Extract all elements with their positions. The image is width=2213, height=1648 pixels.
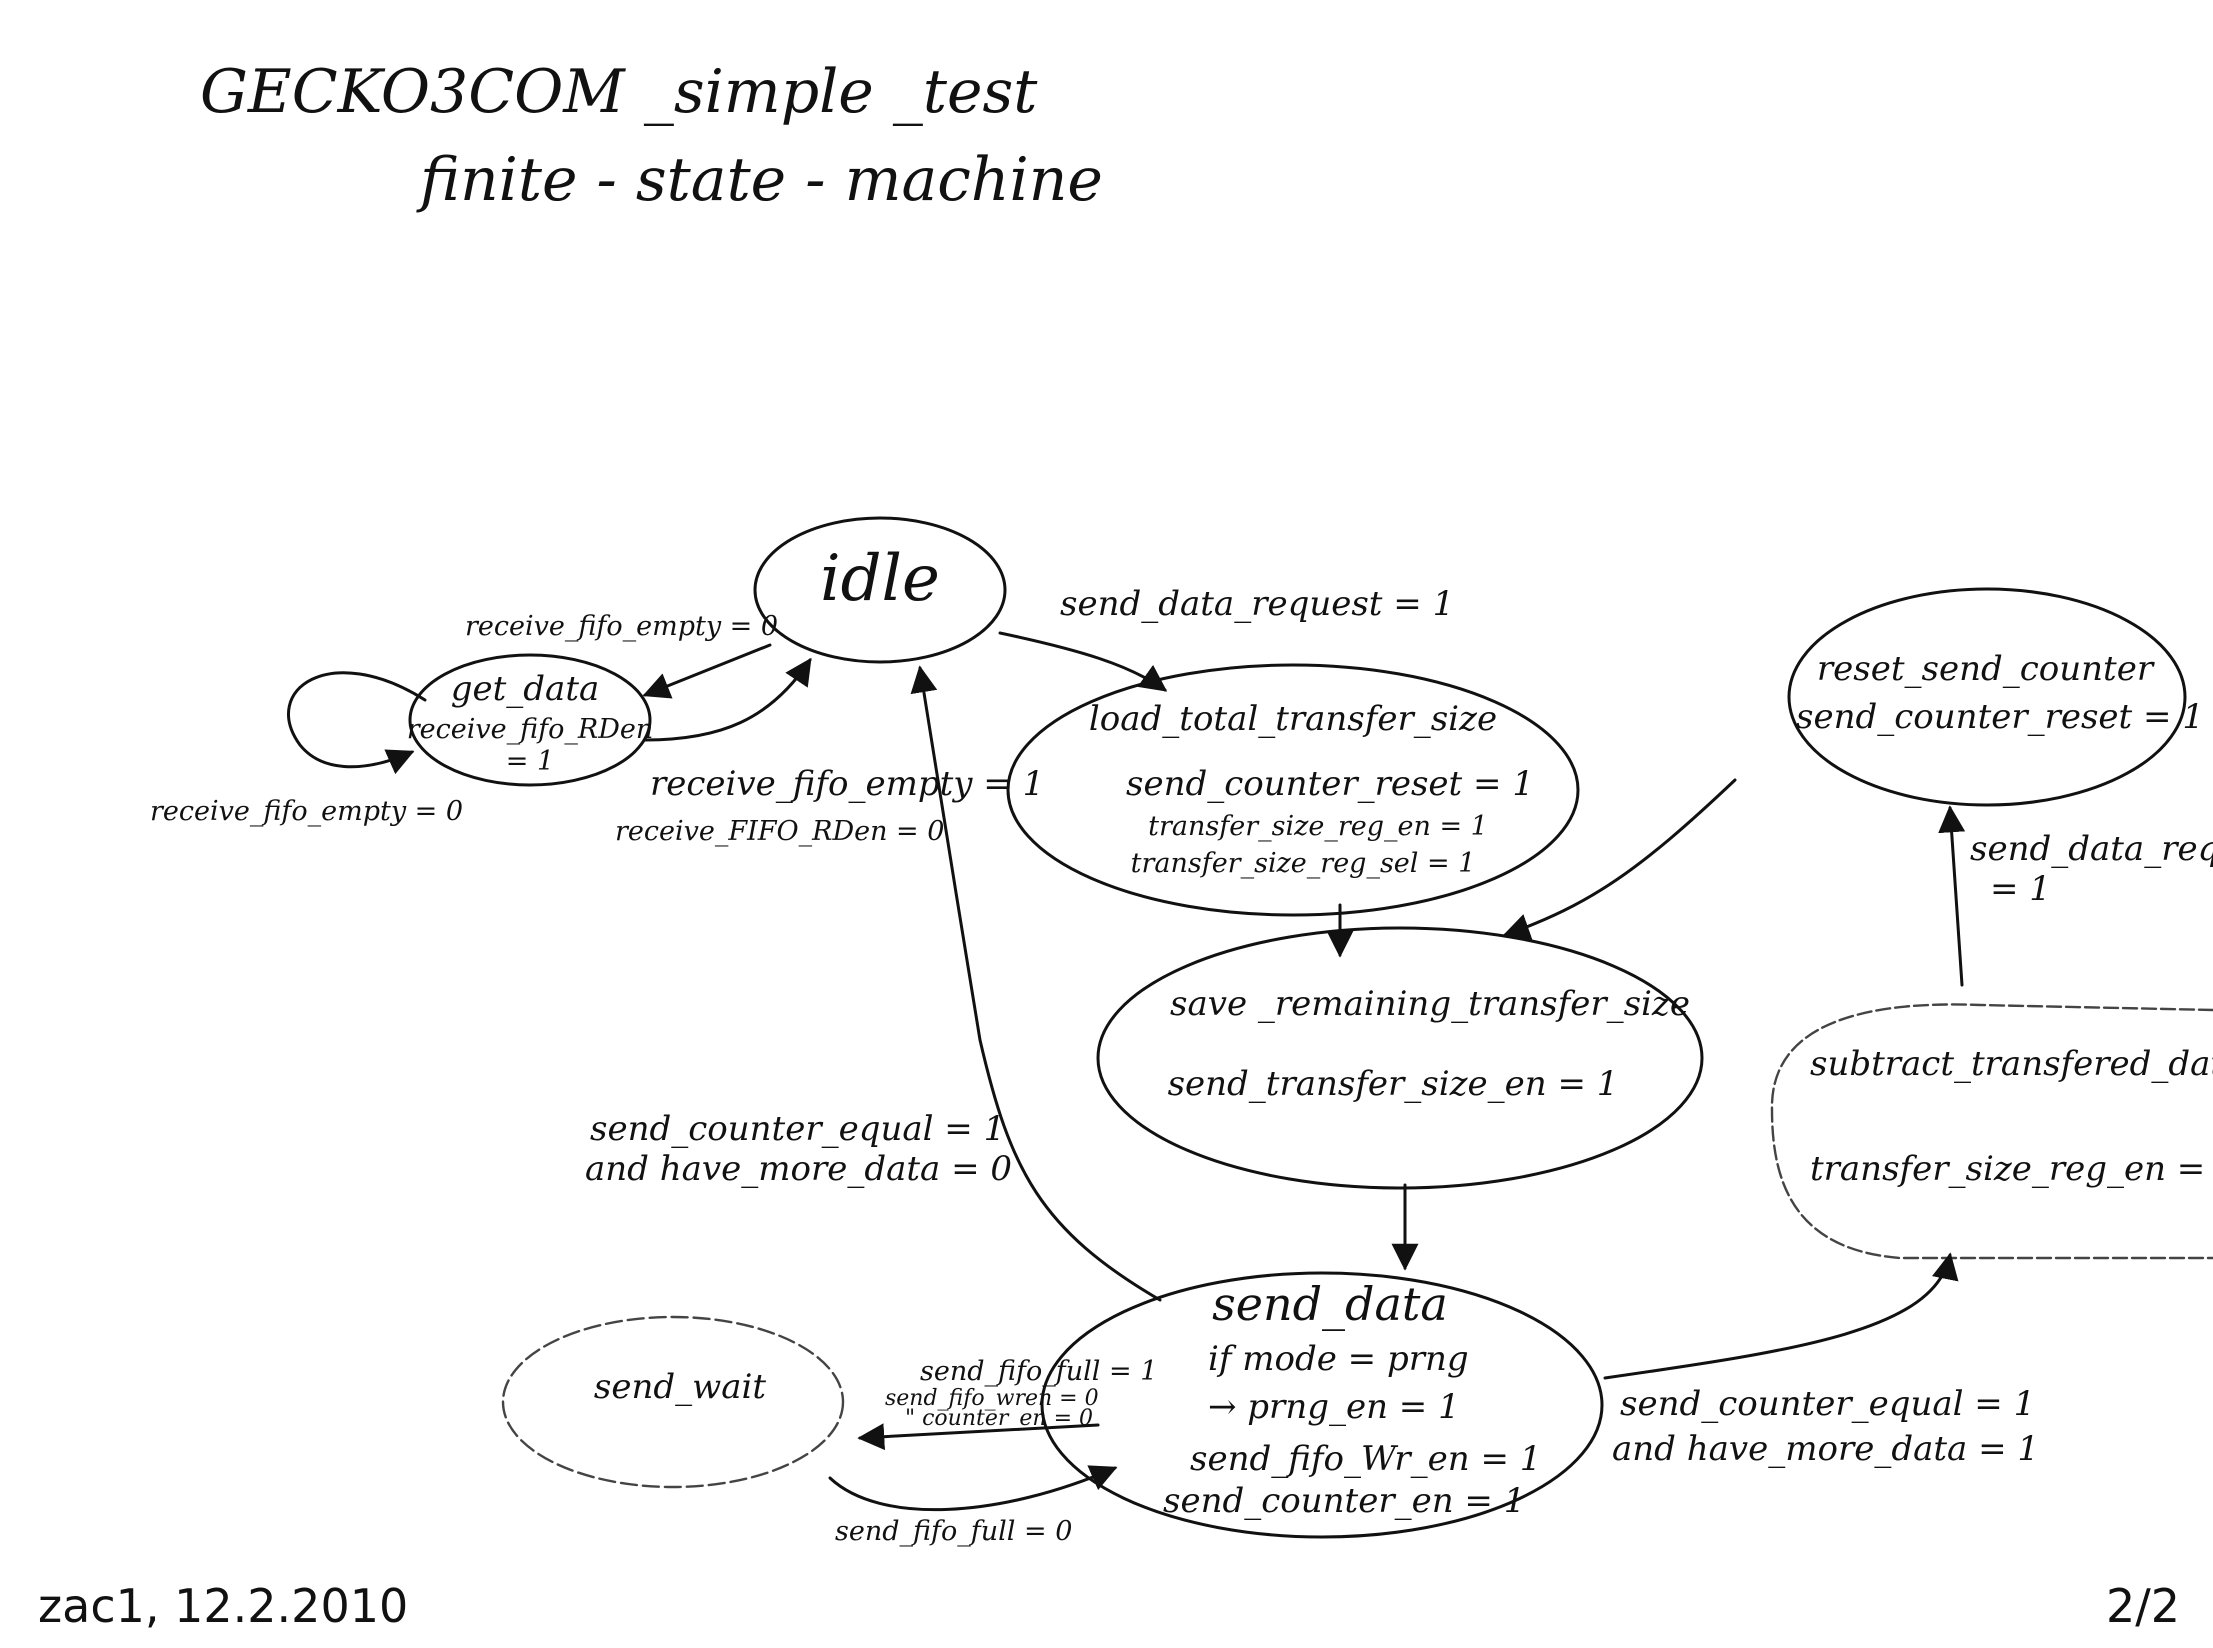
state-load-total-name: load_total_transfer_size: [1089, 699, 1497, 739]
transition-send-to-subtract: send_counter_equal = 1 and have_more_dat…: [1603, 1252, 2039, 1469]
transition-reset-to-save: [1502, 778, 1737, 940]
transition-get-loop-label: receive_fifo_empty = 0: [150, 796, 463, 827]
state-idle-name: idle: [820, 542, 940, 616]
transition-send-to-wait-label-1: send_fifo_full = 1: [920, 1356, 1157, 1387]
transition-get-to-idle-label-2: receive_FIFO_RDen = 0: [615, 816, 944, 847]
transition-subtract-to-reset: send_data_request = 1: [1938, 805, 2213, 987]
transition-send-to-subtract-label-2: and have_more_data = 1: [1612, 1429, 2039, 1469]
transition-wait-to-send-label: send_fifo_full = 0: [835, 1516, 1072, 1547]
state-load-total-output-3: transfer_size_reg_sel = 1: [1131, 848, 1476, 879]
state-subtract-name: subtract_transfered_data: [1810, 1044, 2213, 1084]
state-send-data: send_data if mode = prng → prng_en = 1 s…: [1040, 1271, 1604, 1539]
state-send-wait: send_wait: [501, 1315, 845, 1489]
diagram-title: GECKO3COM _simple _test: [200, 57, 1038, 127]
transition-get-data-to-idle: receive_fifo_empty = 1 receive_FIFO_RDen…: [615, 657, 1044, 847]
state-load-total-transfer-size: load_total_transfer_size send_counter_re…: [1006, 663, 1580, 917]
page-number: 2/2: [2106, 1579, 2180, 1633]
state-send-wait-name: send_wait: [594, 1367, 766, 1407]
state-reset-send-output-1: send_counter_reset = 1: [1796, 697, 2204, 737]
state-send-data-output-4: send_counter_en = 1: [1163, 1481, 1525, 1521]
transition-get-data-loop: receive_fifo_empty = 0: [150, 671, 463, 827]
diagram-subtitle: finite - state - machine: [416, 145, 1103, 215]
signature-date: zac1, 12.2.2010: [38, 1579, 408, 1633]
transition-send-to-wait-label-2: send_fifo_wren = 0: [885, 1386, 1099, 1411]
state-send-data-name: send_data: [1212, 1277, 1448, 1331]
transition-send-to-idle: send_counter_equal = 1 and have_more_dat…: [585, 665, 1162, 1302]
transition-get-to-idle-label-1: receive_fifo_empty = 1: [650, 764, 1044, 804]
transition-send-to-wait: send_fifo_full = 1 send_fifo_wren = 0 " …: [857, 1356, 1157, 1451]
state-subtract-output-1: transfer_size_reg_en = 1: [1810, 1149, 2213, 1189]
transition-send-to-subtract-label-1: send_counter_equal = 1: [1620, 1384, 2035, 1424]
transition-subtract-to-reset-label-1: send_data_request: [1970, 829, 2213, 869]
state-save-remaining-output-1: send_transfer_size_en = 1: [1168, 1064, 1619, 1104]
transition-idle-to-get-data: receive_fifo_empty = 0: [465, 611, 778, 699]
state-idle: idle: [753, 516, 1007, 664]
state-get-data-output-2: = 1: [506, 746, 554, 777]
state-get-data-name: get_data: [451, 669, 600, 709]
state-reset-send-counter: reset_send_counter send_counter_reset = …: [1787, 587, 2204, 807]
state-send-data-output-3: send_fifo_Wr_en = 1: [1190, 1439, 1541, 1479]
state-save-remaining-name: save _remaining_transfer_size: [1170, 984, 1690, 1024]
transition-idle-to-load-total: send_data_request = 1: [998, 584, 1454, 692]
state-get-data: get_data receive_fifo_RDen = 1: [407, 653, 653, 787]
transition-send-to-idle-label-2: and have_more_data = 0: [585, 1149, 1012, 1189]
state-get-data-output-1: receive_fifo_RDen: [407, 714, 653, 745]
state-send-data-output-2: → prng_en = 1: [1208, 1387, 1460, 1427]
transition-send-to-wait-label-3: " counter_en = 0: [905, 1406, 1093, 1431]
state-save-remaining-transfer-size: save _remaining_transfer_size send_trans…: [1096, 926, 1704, 1190]
state-subtract-transfered-data: subtract_transfered_data transfer_size_r…: [1770, 1003, 2213, 1260]
transition-subtract-to-reset-label-2: = 1: [1990, 869, 2051, 909]
transition-idle-to-load-label: send_data_request = 1: [1060, 584, 1454, 624]
state-reset-send-name: reset_send_counter: [1817, 649, 2155, 689]
state-load-total-output-1: send_counter_reset = 1: [1126, 764, 1534, 804]
transition-idle-to-get-label: receive_fifo_empty = 0: [465, 611, 778, 642]
state-load-total-output-2: transfer_size_reg_en = 1: [1148, 811, 1488, 842]
state-send-data-output-1: if mode = prng: [1208, 1339, 1469, 1379]
transition-send-to-idle-label-1: send_counter_equal = 1: [590, 1109, 1005, 1149]
transition-wait-to-send: send_fifo_full = 0: [828, 1465, 1118, 1547]
